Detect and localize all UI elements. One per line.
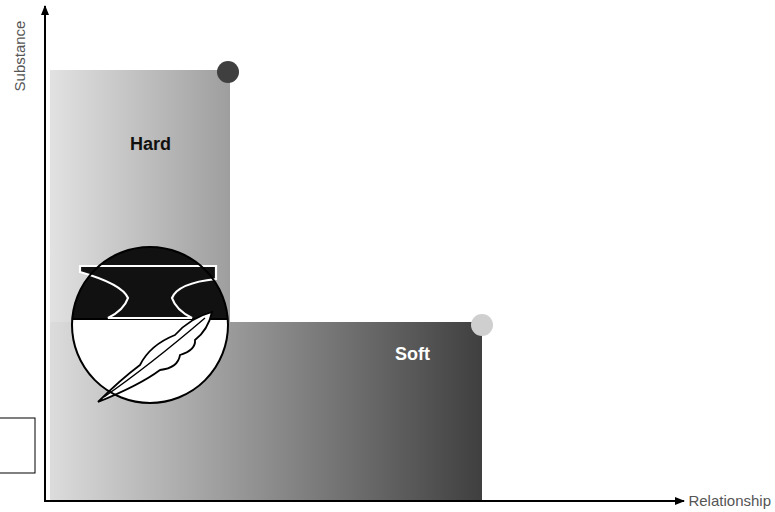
region-label: Soft <box>395 344 430 366</box>
y-axis <box>44 6 46 501</box>
axis-title: Substance <box>11 21 29 92</box>
axis-title: Relationship <box>688 492 771 510</box>
x-axis <box>44 500 684 502</box>
soft-dot <box>471 314 493 336</box>
hard-dot <box>217 61 239 83</box>
anvil-feather-emblem <box>70 240 230 403</box>
hard-region <box>50 70 230 324</box>
region-label: Hard <box>130 134 171 156</box>
hard-region: Hard <box>50 70 230 322</box>
soft-region: Soft <box>230 322 482 500</box>
edge-box <box>0 418 35 473</box>
